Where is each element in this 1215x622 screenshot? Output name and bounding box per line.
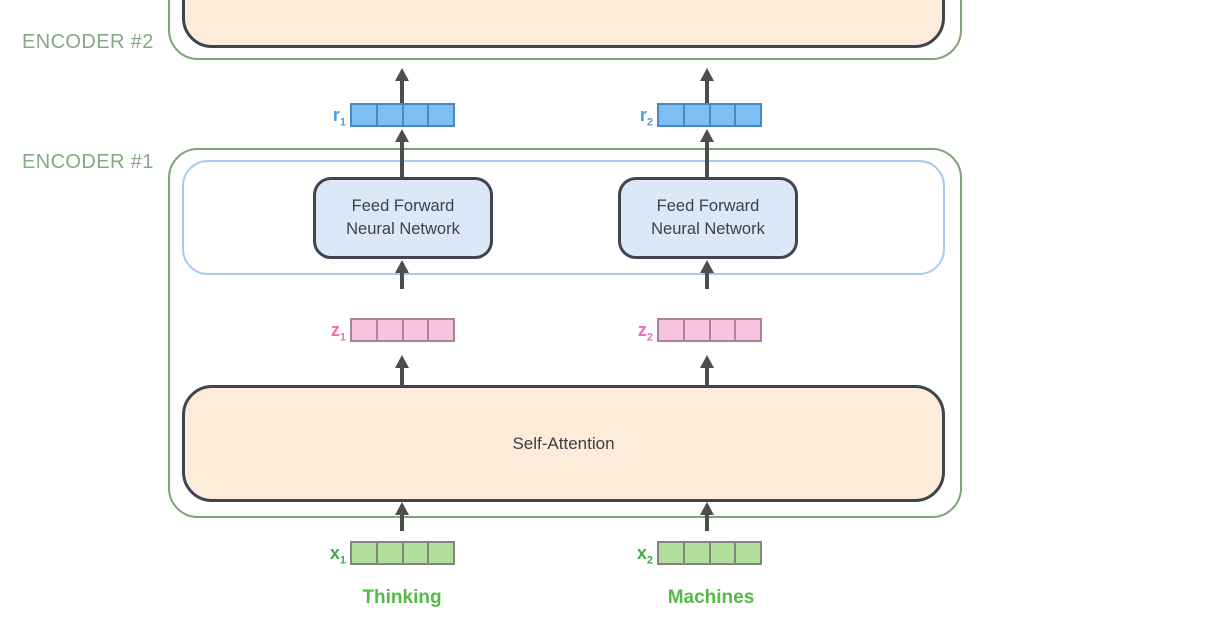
vector-label-sub: 2 xyxy=(646,116,653,129)
vector-z2 xyxy=(657,318,762,342)
vector-cell xyxy=(350,541,377,565)
vector-label-r1: r1 xyxy=(298,103,346,135)
vector-label-sub: 1 xyxy=(339,554,346,567)
vector-cell xyxy=(376,318,403,342)
arrow-head-icon xyxy=(700,68,714,81)
arrow-head-icon xyxy=(395,68,409,81)
vector-cell xyxy=(735,541,762,565)
vector-cell xyxy=(428,541,455,565)
up-arrow-icon xyxy=(394,260,410,289)
vector-label-base: z xyxy=(330,320,340,340)
vector-label-r2: r2 xyxy=(605,103,653,135)
vector-cell xyxy=(350,103,377,127)
arrow-line xyxy=(400,368,404,385)
vector-label-z1: z1 xyxy=(298,318,346,350)
vector-cell xyxy=(683,103,710,127)
up-arrow-icon xyxy=(699,260,715,289)
arrow-line xyxy=(705,515,709,531)
vector-cell xyxy=(683,318,710,342)
vector-label-sub: 1 xyxy=(339,331,346,344)
up-arrow-icon xyxy=(394,355,410,385)
up-arrow-icon xyxy=(699,129,715,177)
up-arrow-icon xyxy=(394,502,410,531)
vector-cell xyxy=(376,541,403,565)
vector-r2 xyxy=(657,103,762,127)
arrow-head-icon xyxy=(700,502,714,515)
vector-label-base: r xyxy=(332,105,340,125)
arrow-head-icon xyxy=(700,355,714,368)
vector-cell xyxy=(376,103,403,127)
feed-forward-text-line1: Feed Forward xyxy=(656,197,760,215)
vector-cell xyxy=(735,318,762,342)
vector-cell xyxy=(428,318,455,342)
token-machines: Machines xyxy=(667,587,755,608)
vector-cell xyxy=(657,318,684,342)
self-attention-text: Self-Attention xyxy=(512,433,615,453)
vector-label-base: r xyxy=(639,105,647,125)
vector-cell xyxy=(350,318,377,342)
arrow-line xyxy=(705,142,709,177)
feed-forward-layer-outline xyxy=(182,160,945,275)
up-arrow-icon xyxy=(699,355,715,385)
vector-label-x2: x2 xyxy=(605,541,653,573)
up-arrow-icon xyxy=(394,129,410,177)
vector-x2 xyxy=(657,541,762,565)
vector-cell xyxy=(402,541,429,565)
vector-label-z2: z2 xyxy=(605,318,653,350)
vector-cell xyxy=(657,103,684,127)
self-attention-box: Self-Attention xyxy=(182,385,945,502)
up-arrow-icon xyxy=(699,68,715,103)
arrow-head-icon xyxy=(700,129,714,142)
feed-forward-text-line2: Neural Network xyxy=(346,220,460,238)
arrow-line xyxy=(400,273,404,289)
vector-label-x1: x1 xyxy=(298,541,346,573)
arrow-line xyxy=(400,515,404,531)
vector-label-sub: 2 xyxy=(646,331,653,344)
vector-label-sub: 2 xyxy=(646,554,653,567)
arrow-head-icon xyxy=(395,260,409,273)
feed-forward-text-line2: Neural Network xyxy=(651,220,765,238)
vector-cell xyxy=(735,103,762,127)
encoder-2-label: ENCODER #2 xyxy=(22,31,154,53)
vector-label-base: x xyxy=(636,543,647,563)
vector-cell xyxy=(709,318,736,342)
feed-forward-box-2: Feed Forward Neural Network xyxy=(618,177,798,259)
vector-label-sub: 1 xyxy=(339,116,346,129)
arrow-line xyxy=(400,81,404,103)
feed-forward-text-line1: Feed Forward xyxy=(351,197,455,215)
vector-label-base: z xyxy=(637,320,647,340)
vector-r1 xyxy=(350,103,455,127)
arrow-line xyxy=(705,81,709,103)
vector-cell xyxy=(402,103,429,127)
vector-label-base: x xyxy=(329,543,340,563)
arrow-line xyxy=(705,273,709,289)
encoder-2-box xyxy=(168,0,962,60)
up-arrow-icon xyxy=(394,68,410,103)
vector-cell xyxy=(683,541,710,565)
arrow-head-icon xyxy=(700,260,714,273)
arrow-head-icon xyxy=(395,355,409,368)
vector-x1 xyxy=(350,541,455,565)
vector-cell xyxy=(428,103,455,127)
encoder-1-label: ENCODER #1 xyxy=(22,151,154,173)
token-thinking: Thinking xyxy=(362,587,442,608)
vector-z1 xyxy=(350,318,455,342)
vector-cell xyxy=(402,318,429,342)
arrow-head-icon xyxy=(395,129,409,142)
arrow-line xyxy=(400,142,404,177)
vector-cell xyxy=(709,541,736,565)
up-arrow-icon xyxy=(699,502,715,531)
arrow-head-icon xyxy=(395,502,409,515)
vector-cell xyxy=(657,541,684,565)
encoder-1-box xyxy=(168,148,962,518)
feed-forward-box-1: Feed Forward Neural Network xyxy=(313,177,493,259)
encoder-2-self-attention-box xyxy=(182,0,945,48)
arrow-line xyxy=(705,368,709,385)
vector-cell xyxy=(709,103,736,127)
